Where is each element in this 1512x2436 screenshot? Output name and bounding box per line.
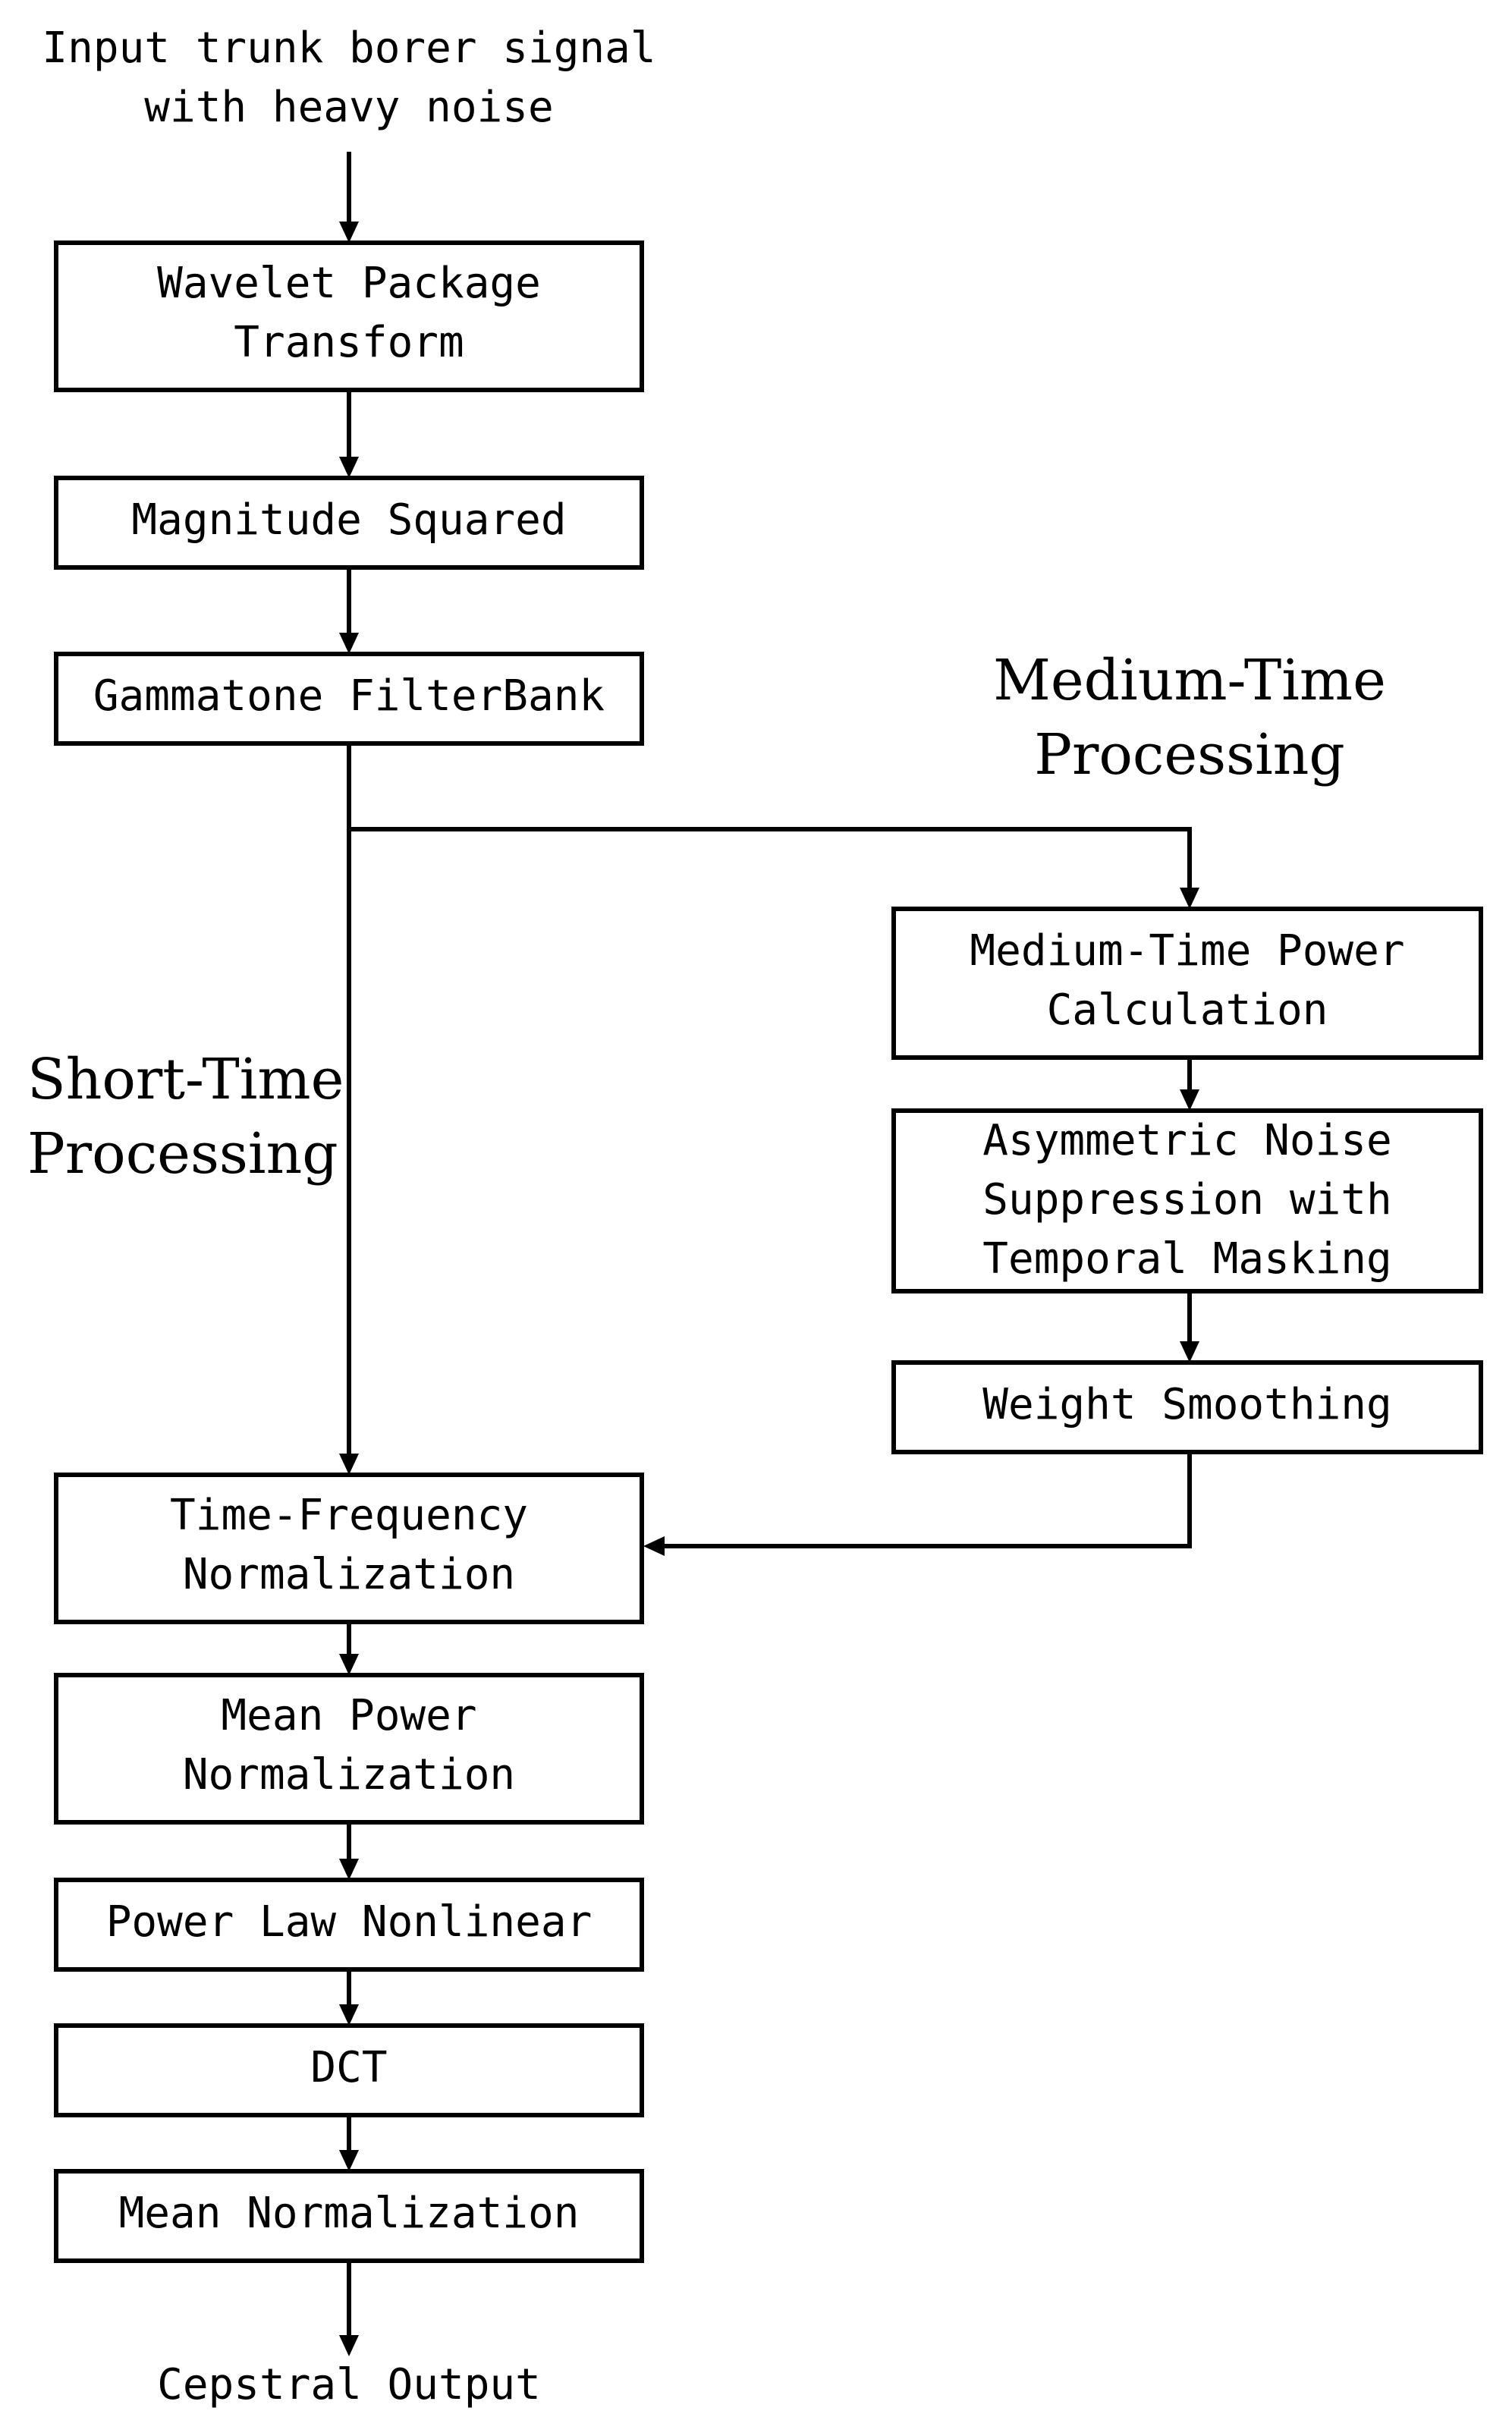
short-time-label-line-2: Processing bbox=[27, 1121, 338, 1187]
box-weight-smoothing: Weight Smoothing bbox=[891, 1360, 1483, 1454]
short-time-label-line-1: Short-Time bbox=[27, 1047, 344, 1112]
box-label-line: Mean Normalization bbox=[119, 2189, 580, 2238]
box-asymmetric-noise-suppression: Asymmetric Noise Suppression with Tempor… bbox=[891, 1108, 1483, 1293]
box-label-line: Power Law Nonlinear bbox=[106, 1897, 593, 1947]
box-mean-normalization: Mean Normalization bbox=[54, 2169, 644, 2263]
box-label-line: Normalization bbox=[183, 1750, 515, 1799]
arrowhead-weight bbox=[1180, 1341, 1199, 1363]
connectors bbox=[339, 152, 1199, 2356]
box-label-line: DCT bbox=[310, 2043, 387, 2092]
box-wavelet-package-transform: Wavelet Package Transform bbox=[54, 240, 644, 392]
box-magnitude-squared: Magnitude Squared bbox=[54, 476, 644, 570]
box-gammatone-filterbank: Gammatone FilterBank bbox=[54, 652, 644, 746]
box-label-line: Medium-Time Power bbox=[970, 926, 1404, 976]
arrowhead-gammatone bbox=[339, 633, 359, 654]
cepstral-output-label: Cepstral Output bbox=[157, 2360, 541, 2409]
merge-weight-to-tf-norm bbox=[665, 1452, 1192, 1548]
arrowhead-tf-norm-side bbox=[643, 1536, 665, 1556]
arrowhead-power-law bbox=[339, 1859, 359, 1880]
box-label-line: Normalization bbox=[183, 1550, 515, 1599]
box-label-line: Magnitude Squared bbox=[131, 495, 566, 545]
box-label-line: Calculation bbox=[1047, 985, 1328, 1035]
arrowhead-magnitude bbox=[339, 457, 359, 478]
arrowhead-dct bbox=[339, 2004, 359, 2026]
box-label-line: Gammatone FilterBank bbox=[93, 671, 605, 721]
box-label-line: Suppression with bbox=[982, 1175, 1391, 1224]
input-signal-label-line-1: Input trunk borer signal bbox=[42, 24, 655, 73]
box-label-line: Transform bbox=[234, 318, 464, 367]
arrowhead-asymmetric bbox=[1180, 1089, 1199, 1111]
arrowhead-tf-norm-top bbox=[339, 1454, 359, 1475]
arrowhead-wavelet bbox=[339, 222, 359, 243]
box-label-line: Mean Power bbox=[221, 1691, 476, 1740]
box-label-line: Weight Smoothing bbox=[982, 1380, 1391, 1429]
medium-time-label-line-1: Medium-Time bbox=[993, 648, 1386, 713]
arrowhead-mean-norm bbox=[339, 2150, 359, 2171]
arrowhead-mean-power bbox=[339, 1654, 359, 1675]
arrowhead-output bbox=[339, 2335, 359, 2356]
input-signal-label-line-2: with heavy noise bbox=[144, 83, 553, 132]
box-mean-power-normalization: Mean Power Normalization bbox=[54, 1673, 644, 1825]
branch-to-medium-time bbox=[349, 827, 1192, 888]
box-label-line: Temporal Masking bbox=[982, 1234, 1391, 1284]
box-time-frequency-normalization: Time-Frequency Normalization bbox=[54, 1473, 644, 1624]
box-label-line: Asymmetric Noise bbox=[982, 1116, 1391, 1165]
box-dct: DCT bbox=[54, 2023, 644, 2117]
medium-time-label-line-2: Processing bbox=[1034, 722, 1345, 787]
box-medium-time-power-calculation: Medium-Time Power Calculation bbox=[891, 907, 1483, 1060]
box-label-line: Time-Frequency bbox=[170, 1491, 528, 1540]
arrowhead-medium-power bbox=[1180, 888, 1199, 909]
box-power-law-nonlinear: Power Law Nonlinear bbox=[54, 1878, 644, 1972]
box-label-line: Wavelet Package bbox=[157, 259, 541, 308]
